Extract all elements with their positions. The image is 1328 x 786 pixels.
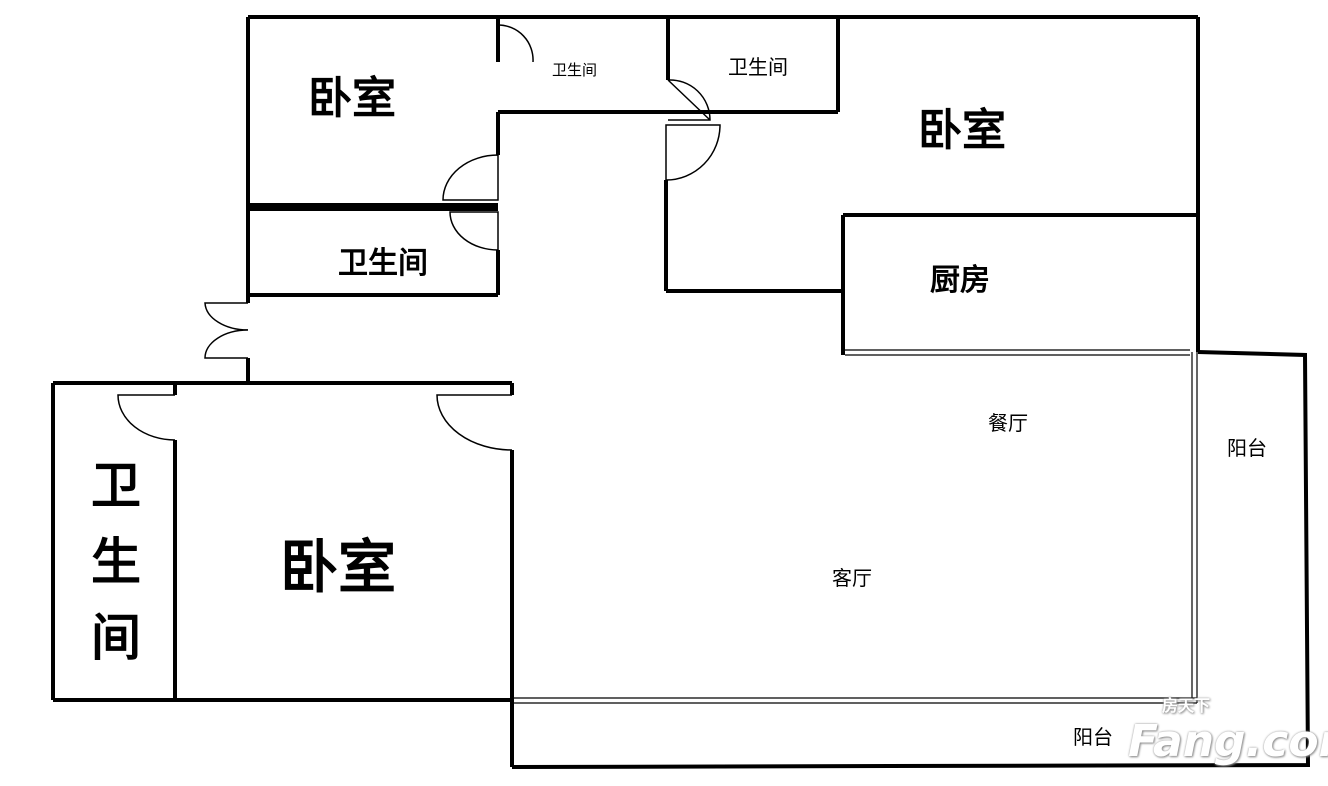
room-label-kitchen: 厨房 [930,263,990,298]
room-label-bath-mid-left: 卫生间 [338,246,428,281]
room-label-living: 客厅 [832,566,872,590]
room-label-balcony-right: 阳台 [1227,436,1267,460]
room-label-dining: 餐厅 [988,411,1028,435]
room-label-bedroom-bottom-left: 卧室 [280,533,397,601]
room-label-bath-top-right: 卫生间 [728,55,788,79]
room-label-bath-top-small: 卫生间 [552,61,598,79]
room-label-bedroom-top-right: 卧室 [918,105,1006,156]
windows [512,349,1198,704]
room-label-bath-bottom-left: 卫生间 [91,457,141,667]
room-label-bedroom-top-left: 卧室 [308,73,396,124]
watermark-chinese: 房天下 [1162,696,1211,715]
walls [51,15,1311,769]
room-label-balcony-bottom: 阳台 [1073,725,1113,749]
doors [117,24,721,451]
fang-watermark-logo: 房天下 Fang.com [1128,696,1328,768]
watermark-brand: Fang.com [1128,716,1328,767]
